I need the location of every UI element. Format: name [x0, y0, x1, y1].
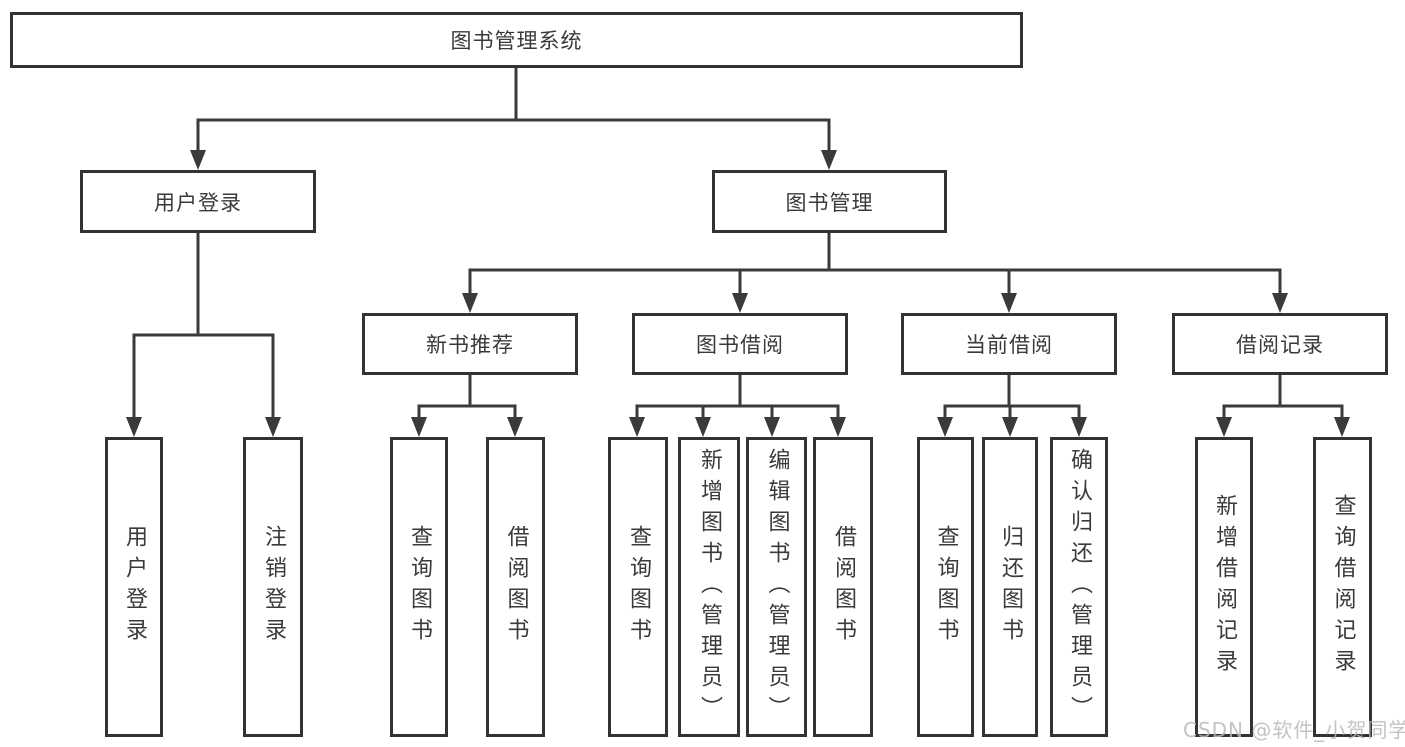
leaf-cb-confirm-return: 确认归还（管理员） — [1050, 437, 1108, 737]
arrow-down-icon — [830, 417, 846, 437]
connector-book-borrow-to-leaves — [629, 375, 846, 437]
node-label: 图书借阅 — [696, 333, 784, 357]
node-book-borrow: 图书借阅 — [632, 313, 848, 375]
arrow-down-icon — [1071, 417, 1087, 437]
leaf-label: 确认归还（管理员） — [1067, 447, 1092, 727]
node-book-management: 图书管理 — [712, 170, 947, 233]
leaf-label: 新增图书（管理员） — [697, 447, 722, 727]
leaf-br-query-record: 查询借阅记录 — [1313, 437, 1372, 737]
node-label: 借阅记录 — [1236, 333, 1324, 357]
node-current-borrow: 当前借阅 — [901, 313, 1117, 375]
arrow-down-icon — [1001, 293, 1017, 313]
connector-root-to-level2 — [190, 68, 837, 170]
node-root: 图书管理系统 — [10, 12, 1023, 68]
leaf-user-login: 用户登录 — [105, 437, 163, 737]
arrow-down-icon — [764, 417, 780, 437]
leaf-label: 借阅图书 — [503, 525, 529, 649]
node-label: 图书管理 — [785, 190, 874, 215]
leaf-cb-return-books: 归还图书 — [982, 437, 1038, 737]
arrow-down-icon — [462, 293, 478, 313]
arrow-down-icon — [732, 293, 748, 313]
leaf-bb-borrow-books: 借阅图书 — [813, 437, 873, 737]
node-label: 新书推荐 — [426, 333, 514, 357]
connector-current-borrow-to-leaves — [937, 375, 1087, 437]
leaf-logout: 注销登录 — [243, 437, 303, 737]
arrow-down-icon — [1002, 417, 1018, 437]
leaf-label: 归还图书 — [998, 525, 1023, 649]
leaf-label: 新增借阅记录 — [1212, 494, 1237, 680]
leaf-label: 用户登录 — [122, 525, 147, 649]
connector-borrow-records-to-leaves — [1216, 375, 1350, 437]
arrow-down-icon — [190, 150, 206, 170]
arrow-down-icon — [411, 417, 427, 437]
node-user-login: 用户登录 — [80, 170, 316, 233]
leaf-label: 查询借阅记录 — [1330, 494, 1356, 680]
leaf-label: 注销登录 — [261, 525, 286, 649]
leaf-label: 借阅图书 — [831, 525, 856, 649]
node-label: 当前借阅 — [965, 333, 1053, 357]
leaf-label: 查询图书 — [626, 525, 651, 649]
leaf-bb-add-books: 新增图书（管理员） — [678, 437, 740, 737]
arrow-down-icon — [126, 417, 142, 437]
leaf-label: 查询图书 — [933, 525, 959, 649]
node-new-book-recommend: 新书推荐 — [362, 313, 578, 375]
arrow-down-icon — [695, 417, 711, 437]
arrow-down-icon — [821, 150, 837, 170]
arrow-down-icon — [1272, 293, 1288, 313]
connector-new-book-recommend-to-leaves — [411, 375, 523, 437]
leaf-label: 查询图书 — [407, 525, 432, 649]
arrow-down-icon — [265, 417, 281, 437]
connector-user-login-to-leaves — [126, 233, 281, 437]
node-label: 用户登录 — [154, 190, 242, 215]
leaf-br-add-record: 新增借阅记录 — [1195, 437, 1253, 737]
leaf-nbr-query-books: 查询图书 — [390, 437, 448, 737]
node-label: 图书管理系统 — [450, 29, 583, 53]
arrow-down-icon — [1334, 417, 1350, 437]
leaf-bb-edit-books: 编辑图书（管理员） — [746, 437, 807, 737]
arrow-down-icon — [507, 417, 523, 437]
arrow-down-icon — [937, 417, 953, 437]
arrow-down-icon — [1216, 417, 1232, 437]
arrow-down-icon — [629, 417, 645, 437]
leaf-nbr-borrow-books: 借阅图书 — [486, 437, 545, 737]
node-borrow-records: 借阅记录 — [1172, 313, 1388, 375]
leaf-cb-query-books: 查询图书 — [917, 437, 974, 737]
leaf-label: 编辑图书（管理员） — [764, 447, 790, 727]
connector-book-management-to-level3 — [462, 233, 1288, 313]
leaf-bb-query-books: 查询图书 — [608, 437, 668, 737]
watermark: CSDN @软件_小贺同学 — [1183, 718, 1405, 742]
